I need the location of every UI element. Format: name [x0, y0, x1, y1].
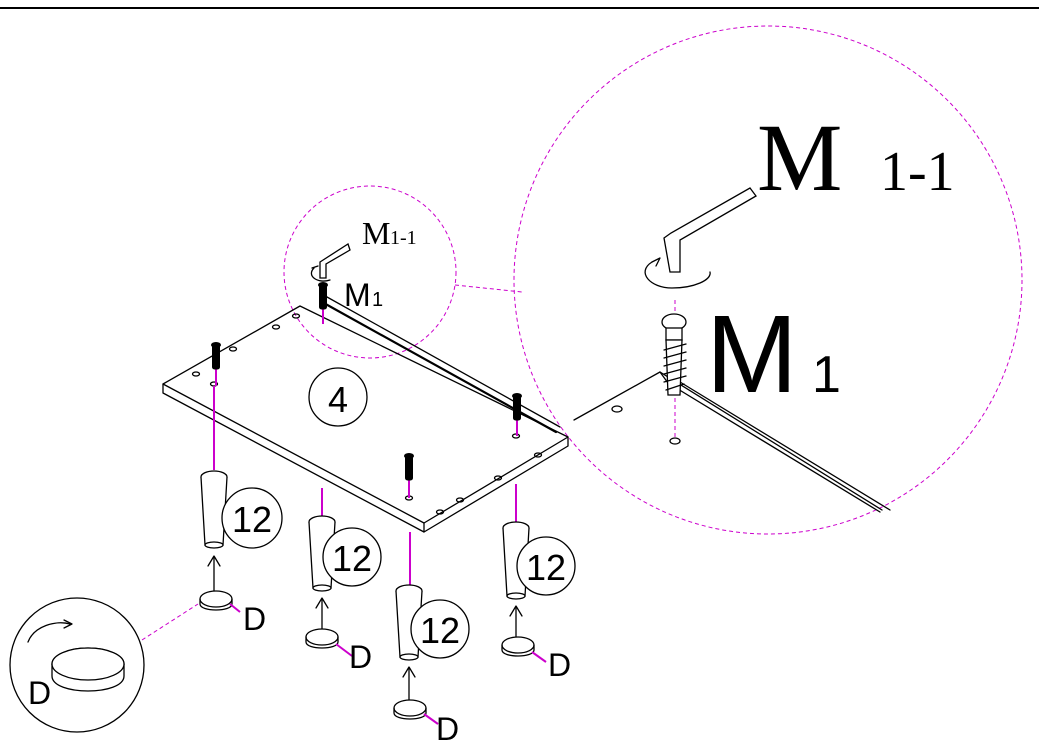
part-callout-leg-1: 12 [221, 487, 283, 549]
foot-label-2: D [349, 639, 372, 675]
label-key-small: M 1-1 [362, 215, 417, 251]
key-sub-small: 1-1 [390, 227, 417, 249]
bolt-letter-large: M [706, 293, 798, 416]
part-callout-leg-4: 12 [516, 536, 576, 596]
bolt-sub-small: 1 [372, 289, 383, 311]
part-callout-leg-3: 12 [410, 599, 470, 659]
detail-circle-small [283, 185, 457, 359]
bolt-d [404, 453, 414, 498]
bolt-c [512, 393, 522, 436]
label-key-large: M 1-1 [757, 104, 955, 211]
part-number-leg-4: 12 [526, 547, 566, 588]
foot-label-detail: D [28, 675, 51, 711]
bolt-b [318, 282, 328, 324]
part-callout-leg-2: 12 [322, 527, 382, 587]
detail-hex-key [644, 187, 757, 289]
label-bolt-large: M 1 [706, 293, 841, 416]
part-number-board: 4 [328, 379, 348, 420]
part-callout-board: 4 [308, 367, 368, 427]
part-number-leg-3: 12 [420, 610, 460, 651]
key-letter-small: M [362, 215, 390, 251]
foot-label-1: D [243, 601, 266, 637]
foot-detail-circle [9, 597, 199, 733]
bolt-a [211, 342, 221, 386]
detail-bolt [661, 313, 687, 396]
foot-label-3: D [436, 711, 459, 744]
key-sub-large: 1-1 [880, 141, 955, 203]
leg-1 [199, 470, 241, 613]
board-bolts [211, 282, 522, 498]
foot-label-4: D [548, 647, 571, 683]
part-number-leg-2: 12 [332, 538, 372, 579]
leg-guides [213, 386, 517, 585]
part-number-leg-1: 12 [232, 499, 272, 540]
bolt-sub-large: 1 [812, 346, 841, 404]
label-bolt-small: M 1 [344, 277, 383, 313]
board-panel [162, 296, 569, 533]
key-letter-large: M [757, 104, 842, 211]
bolt-letter-small: M [344, 277, 371, 313]
detail-circle-large [454, 25, 1023, 535]
